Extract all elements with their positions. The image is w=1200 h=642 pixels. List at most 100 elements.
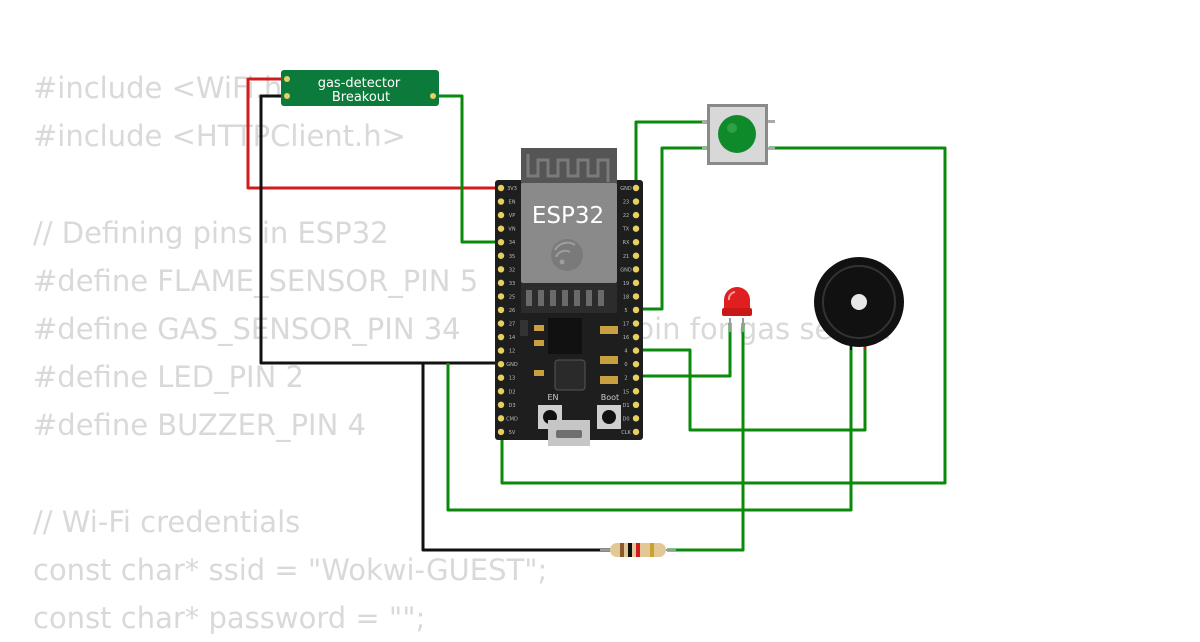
right-pin[interactable] — [632, 252, 640, 259]
left-pin-label: 26 — [509, 308, 515, 314]
right-pin[interactable] — [632, 306, 640, 314]
right-pin[interactable] — [632, 211, 640, 219]
push-button[interactable] — [702, 104, 775, 165]
right-pin[interactable] — [632, 198, 640, 205]
esp32-shield — [521, 183, 617, 283]
code-line: #define BUZZER_PIN 4 — [33, 408, 366, 443]
right-pin[interactable] — [632, 184, 640, 192]
esp32-label: ESP32 — [532, 203, 604, 229]
wire-buzzer-gnd[interactable] — [446, 345, 853, 512]
left-pin-label: 3V3 — [507, 186, 517, 192]
right-pin-label: CLK — [621, 430, 631, 436]
right-pin[interactable] — [632, 333, 640, 341]
right-pin-label: 23 — [623, 200, 629, 206]
code-line: // Defining pins in ESP32 — [33, 215, 389, 250]
code-line: const char* ssid = "Wokwi-GUEST"; — [33, 552, 548, 587]
voltage-regulator — [548, 318, 582, 354]
red-led[interactable] — [722, 287, 752, 332]
code-line: #define FLAME_SENSOR_PIN 5 — [33, 263, 479, 298]
right-pin[interactable] — [632, 401, 640, 408]
button-cap-icon[interactable] — [718, 115, 756, 153]
esp32-board[interactable]: ESP32 EN Boot — [495, 148, 643, 446]
right-pin-label: 15 — [623, 389, 629, 395]
gas-pin-vcc[interactable] — [284, 76, 290, 82]
code-line: const char* password = ""; — [33, 601, 426, 636]
wire-gas-gnd[interactable] — [259, 94, 500, 365]
right-pin-label: 4 — [624, 349, 627, 355]
boot-button[interactable] — [597, 405, 621, 429]
right-pin[interactable] — [632, 374, 640, 381]
left-pin[interactable] — [497, 428, 505, 436]
right-pin[interactable] — [632, 428, 640, 436]
right-pin-label: GND — [620, 267, 632, 273]
left-pin[interactable] — [497, 360, 505, 368]
code-line: // Wi-Fi credentials — [33, 504, 301, 539]
left-pin-label: CMD — [506, 416, 518, 422]
right-pin[interactable] — [632, 415, 640, 422]
left-pin[interactable] — [497, 279, 505, 287]
right-pin-label: 5 — [624, 308, 627, 314]
left-pin[interactable] — [497, 333, 505, 341]
left-pin[interactable] — [497, 225, 505, 232]
right-pin[interactable] — [632, 279, 640, 287]
right-pin-label: D0 — [622, 416, 629, 422]
gas-pin-aout[interactable] — [430, 93, 436, 99]
resistor[interactable] — [600, 543, 676, 557]
left-pin[interactable] — [497, 347, 505, 354]
en-label: EN — [547, 393, 558, 402]
right-pin[interactable] — [632, 347, 640, 354]
right-pin-label: 19 — [623, 281, 629, 287]
right-pin[interactable] — [632, 293, 640, 300]
usb-uart-chip — [554, 359, 586, 391]
wire-button-signal[interactable] — [636, 146, 708, 311]
right-pin-label: 16 — [623, 335, 629, 341]
left-pin[interactable] — [497, 293, 505, 300]
gas-module-subtitle: Breakout — [332, 90, 390, 105]
left-pin[interactable] — [497, 388, 505, 395]
gas-detector-module[interactable]: gas-detector Breakout — [281, 70, 439, 106]
wire-buzzer-signal[interactable] — [636, 345, 867, 432]
buzzer-hole-icon — [851, 294, 867, 310]
left-pin[interactable] — [497, 184, 505, 192]
wire-gas-vcc[interactable] — [246, 77, 500, 190]
right-pin-label: RX — [623, 240, 630, 246]
left-pin[interactable] — [497, 198, 505, 205]
wire-gas-aout[interactable] — [433, 94, 500, 244]
wire-resistor-gnd[interactable] — [421, 361, 612, 552]
wire-led-anode[interactable] — [636, 323, 732, 378]
right-pin[interactable] — [632, 239, 640, 246]
right-pin-label: 21 — [623, 254, 629, 260]
right-pin[interactable] — [632, 360, 640, 368]
left-pin-label: 34 — [509, 240, 515, 246]
left-pin[interactable] — [497, 401, 505, 408]
right-pin[interactable] — [632, 388, 640, 395]
right-pin-label: TX — [622, 227, 630, 233]
left-pin-label: 35 — [509, 254, 515, 260]
left-pin[interactable] — [497, 252, 505, 259]
left-pin-label: 33 — [509, 281, 515, 287]
right-pin[interactable] — [632, 225, 640, 232]
wire-led-cathode[interactable] — [667, 323, 745, 552]
left-pin[interactable] — [497, 320, 505, 327]
wire-button-5v[interactable] — [500, 146, 947, 485]
right-pin[interactable] — [632, 320, 640, 327]
left-pin[interactable] — [497, 415, 505, 422]
wire-button-gnd[interactable] — [634, 120, 708, 188]
micro-usb-port[interactable] — [548, 420, 590, 446]
left-pin-label: D2 — [508, 389, 515, 395]
left-pin-label: VP — [509, 213, 515, 219]
left-pin-label: GND — [506, 362, 518, 368]
right-pin-label: 2 — [624, 376, 627, 382]
left-pin-label: VN — [508, 227, 515, 233]
boot-label: Boot — [601, 393, 619, 402]
left-pin[interactable] — [497, 266, 505, 273]
left-pin[interactable] — [497, 374, 505, 381]
piezo-buzzer[interactable] — [814, 257, 904, 350]
right-pin[interactable] — [632, 266, 640, 273]
gas-pin-gnd[interactable] — [284, 93, 290, 99]
espressif-logo-icon — [551, 239, 583, 271]
left-pin[interactable] — [497, 239, 505, 246]
left-pin[interactable] — [497, 211, 505, 219]
left-pin[interactable] — [497, 306, 505, 314]
